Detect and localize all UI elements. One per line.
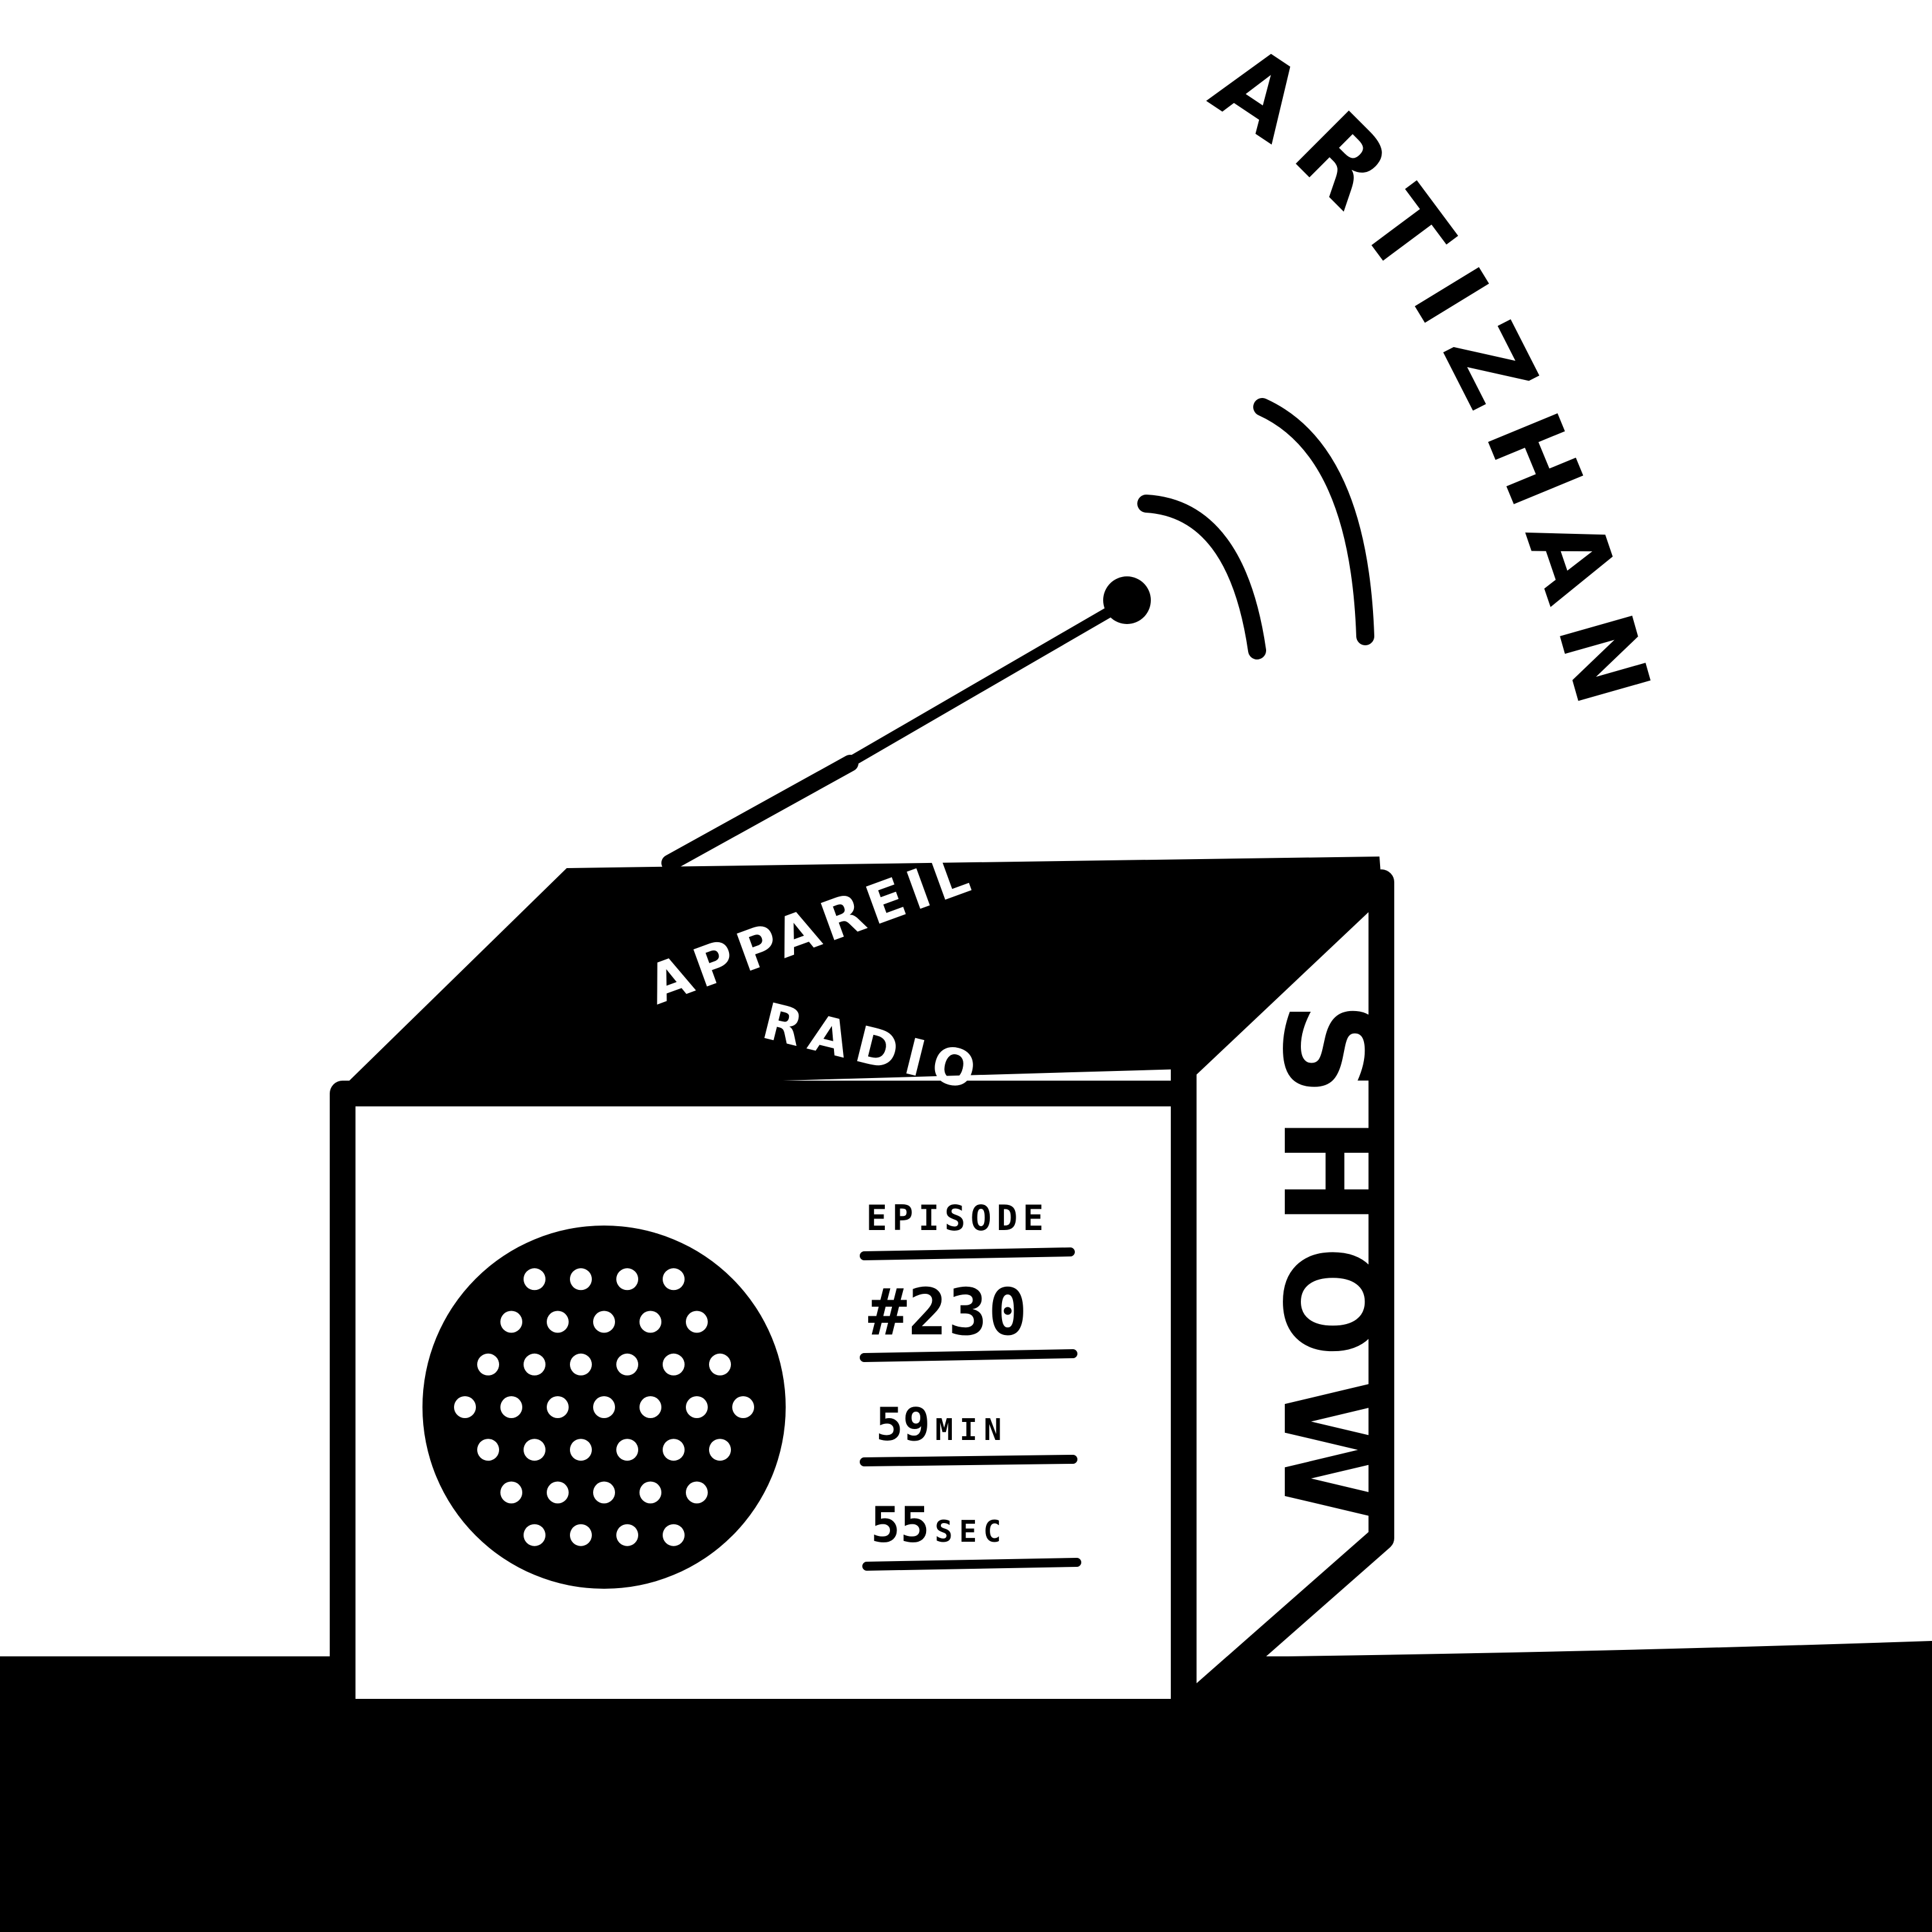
side-label: SHOW	[1253, 1001, 1406, 1542]
speaker-hole	[616, 1268, 638, 1291]
speaker-hole	[547, 1396, 569, 1418]
speaker-hole	[500, 1311, 522, 1333]
speaker-hole	[686, 1311, 708, 1333]
speaker-hole	[616, 1439, 638, 1461]
speaker-hole	[616, 1353, 638, 1376]
speaker-hole	[570, 1439, 592, 1461]
speaker-hole	[593, 1396, 615, 1418]
speaker-hole	[639, 1311, 661, 1333]
speaker-hole	[477, 1439, 499, 1461]
speaker-hole	[524, 1268, 545, 1291]
speaker-hole	[709, 1439, 731, 1461]
info-underlines	[860, 1247, 1081, 1571]
speaker-hole	[709, 1353, 731, 1376]
speaker-hole	[686, 1396, 708, 1418]
speaker-hole	[500, 1396, 522, 1418]
speaker-hole	[547, 1311, 569, 1333]
show-title: ARTIZHAN	[1192, 21, 1679, 736]
radio-top	[336, 857, 1381, 1094]
speaker-hole	[663, 1439, 685, 1461]
speaker-hole	[524, 1524, 545, 1546]
speaker-hole	[732, 1396, 754, 1418]
speaker-hole	[663, 1353, 685, 1376]
radio-waves-icon	[1137, 398, 1374, 659]
speaker-hole	[639, 1481, 661, 1504]
speaker-hole	[570, 1524, 592, 1546]
speaker-hole	[593, 1481, 615, 1504]
speaker-hole	[454, 1396, 476, 1418]
speaker-hole	[663, 1268, 685, 1291]
speaker-hole	[593, 1311, 615, 1333]
speaker-hole	[524, 1439, 545, 1461]
speaker-hole	[639, 1396, 661, 1418]
episode-label: EPISODE	[866, 1198, 1049, 1238]
radio-side	[1171, 869, 1394, 1725]
antenna-icon	[661, 576, 1151, 871]
speaker-hole	[616, 1524, 638, 1546]
speaker-hole	[570, 1268, 592, 1291]
episode-number: #230	[868, 1274, 1028, 1350]
speaker-hole	[547, 1481, 569, 1504]
speaker-hole	[477, 1353, 499, 1376]
speaker-hole	[686, 1481, 708, 1504]
speaker-hole	[500, 1481, 522, 1504]
speaker-hole	[570, 1353, 592, 1376]
speaker-hole	[524, 1353, 545, 1376]
speaker-hole	[663, 1524, 685, 1546]
speaker-grille-icon	[422, 1226, 786, 1589]
